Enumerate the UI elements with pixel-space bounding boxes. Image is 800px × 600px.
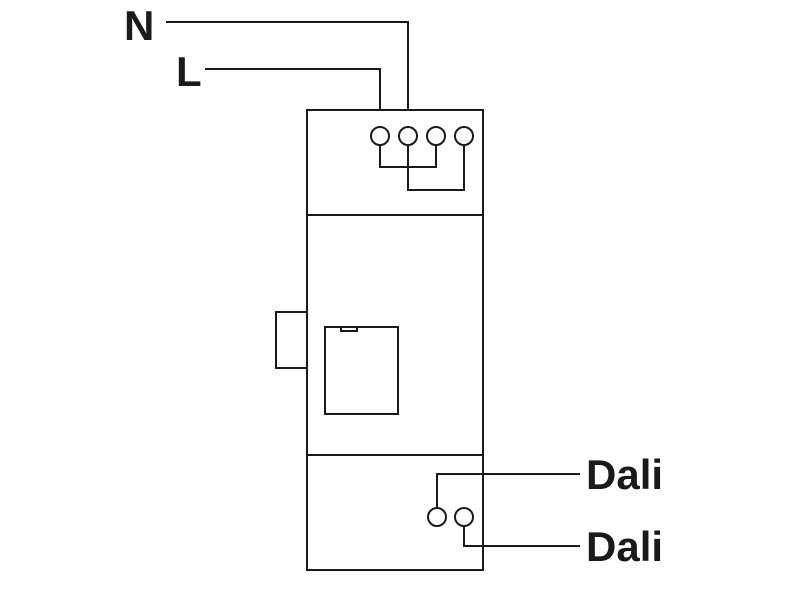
wire-dali-bottom (463, 526, 580, 547)
terminal-circle (427, 507, 447, 527)
device-face-window (324, 326, 399, 415)
wire-dali-top (436, 473, 580, 508)
power-terminals (370, 126, 474, 146)
jumper-link-2 (407, 145, 465, 191)
face-notch (340, 327, 358, 332)
wire-line (205, 68, 381, 127)
label-dali-bottom: Dali (586, 523, 663, 570)
dali-terminals (427, 507, 474, 527)
wire-neutral (166, 21, 409, 127)
label-dali-top: Dali (586, 451, 663, 498)
din-clip-tab (275, 311, 308, 369)
terminal-circle (370, 126, 390, 146)
label-neutral: N (124, 2, 154, 49)
terminal-circle (398, 126, 418, 146)
terminal-circle (454, 126, 474, 146)
terminal-circle (426, 126, 446, 146)
label-line: L (176, 48, 202, 95)
terminal-circle (454, 507, 474, 527)
